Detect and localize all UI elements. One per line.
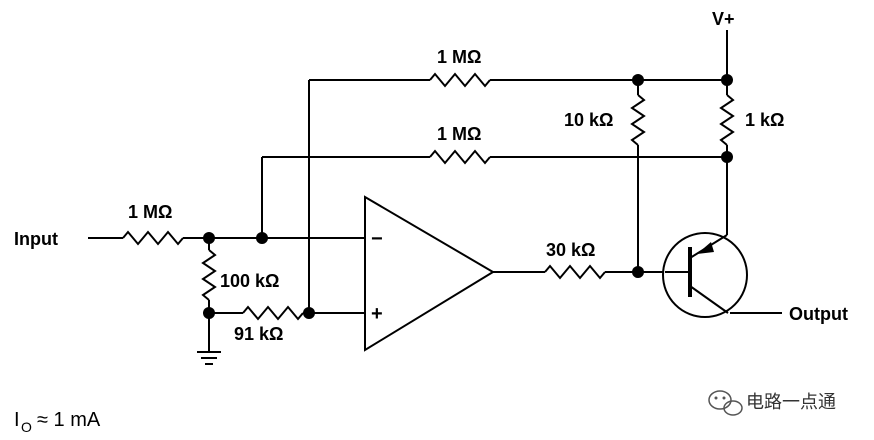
output-label: Output [789,304,848,324]
r-1k-label: 1 kΩ [745,110,784,130]
supply-label: V+ [712,9,735,29]
note-symbol: I [14,409,20,431]
resistor-r-1k [719,94,735,146]
r-feedback-top-label: 1 MΩ [437,47,481,67]
op-amp [364,195,495,352]
op-amp-noninverting-sign: + [371,303,383,325]
resistor-r-10k [630,94,646,146]
r-input-label: 1 MΩ [128,202,172,222]
input-label: Input [14,229,58,249]
resistor-r-100k [201,249,217,301]
ground-icon [197,351,221,365]
resistor-r-feedback-mid [429,149,491,165]
resistor-r-input [122,230,184,246]
pnp-transistor [662,228,748,318]
r-10k-label: 10 kΩ [564,110,613,130]
r-30k-label: 30 kΩ [546,240,595,260]
output-current-note: I O ≈ 1 mA [14,409,101,435]
watermark: 电路一点通 [708,390,836,416]
note-text: ≈ 1 mA [37,409,101,431]
chat-bubble-icon [708,390,743,416]
r-100k-label: 100 kΩ [220,271,279,291]
r-feedback-mid-label: 1 MΩ [437,124,481,144]
watermark-text: 电路一点通 [746,392,836,413]
r-91k-label: 91 kΩ [234,324,283,344]
resistor-r-30k [544,264,606,280]
emitter-arrow-icon [697,242,714,254]
resistor-r-91k [242,305,304,321]
resistor-r-feedback-top [429,72,491,88]
note-subscript: O [21,419,32,435]
op-amp-inverting-sign: − [371,228,383,250]
junction-dots [203,74,733,319]
